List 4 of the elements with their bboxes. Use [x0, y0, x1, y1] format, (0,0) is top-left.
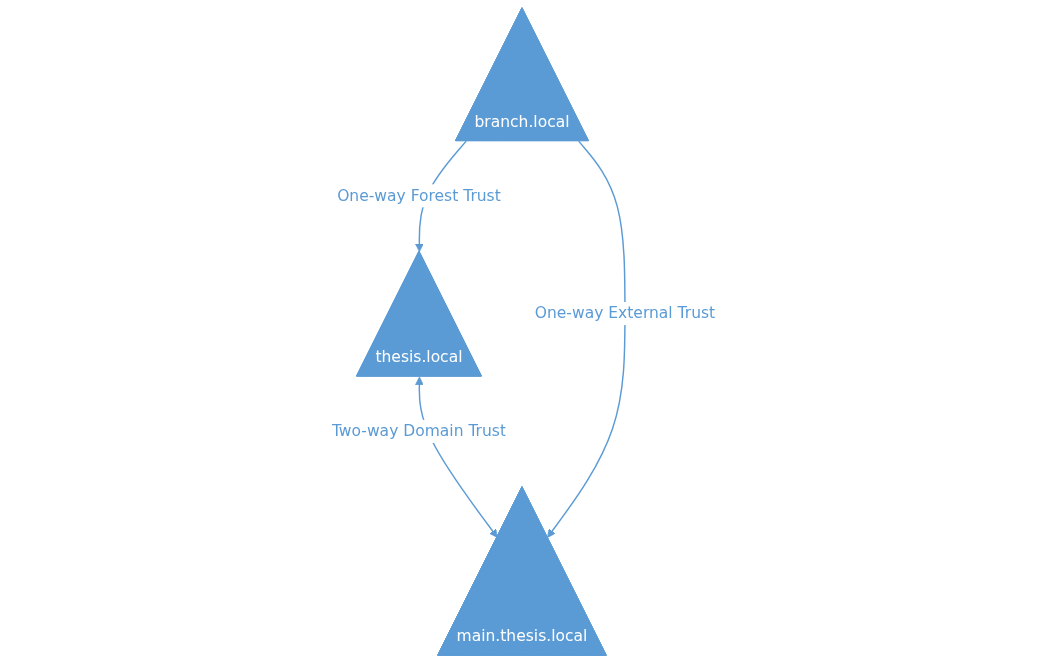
edge-label: One-way Forest Trust	[337, 186, 501, 205]
edge-label: One-way External Trust	[534, 303, 716, 323]
edge-label: Two-way Domain Trust	[331, 421, 506, 441]
arrow	[547, 140, 626, 538]
